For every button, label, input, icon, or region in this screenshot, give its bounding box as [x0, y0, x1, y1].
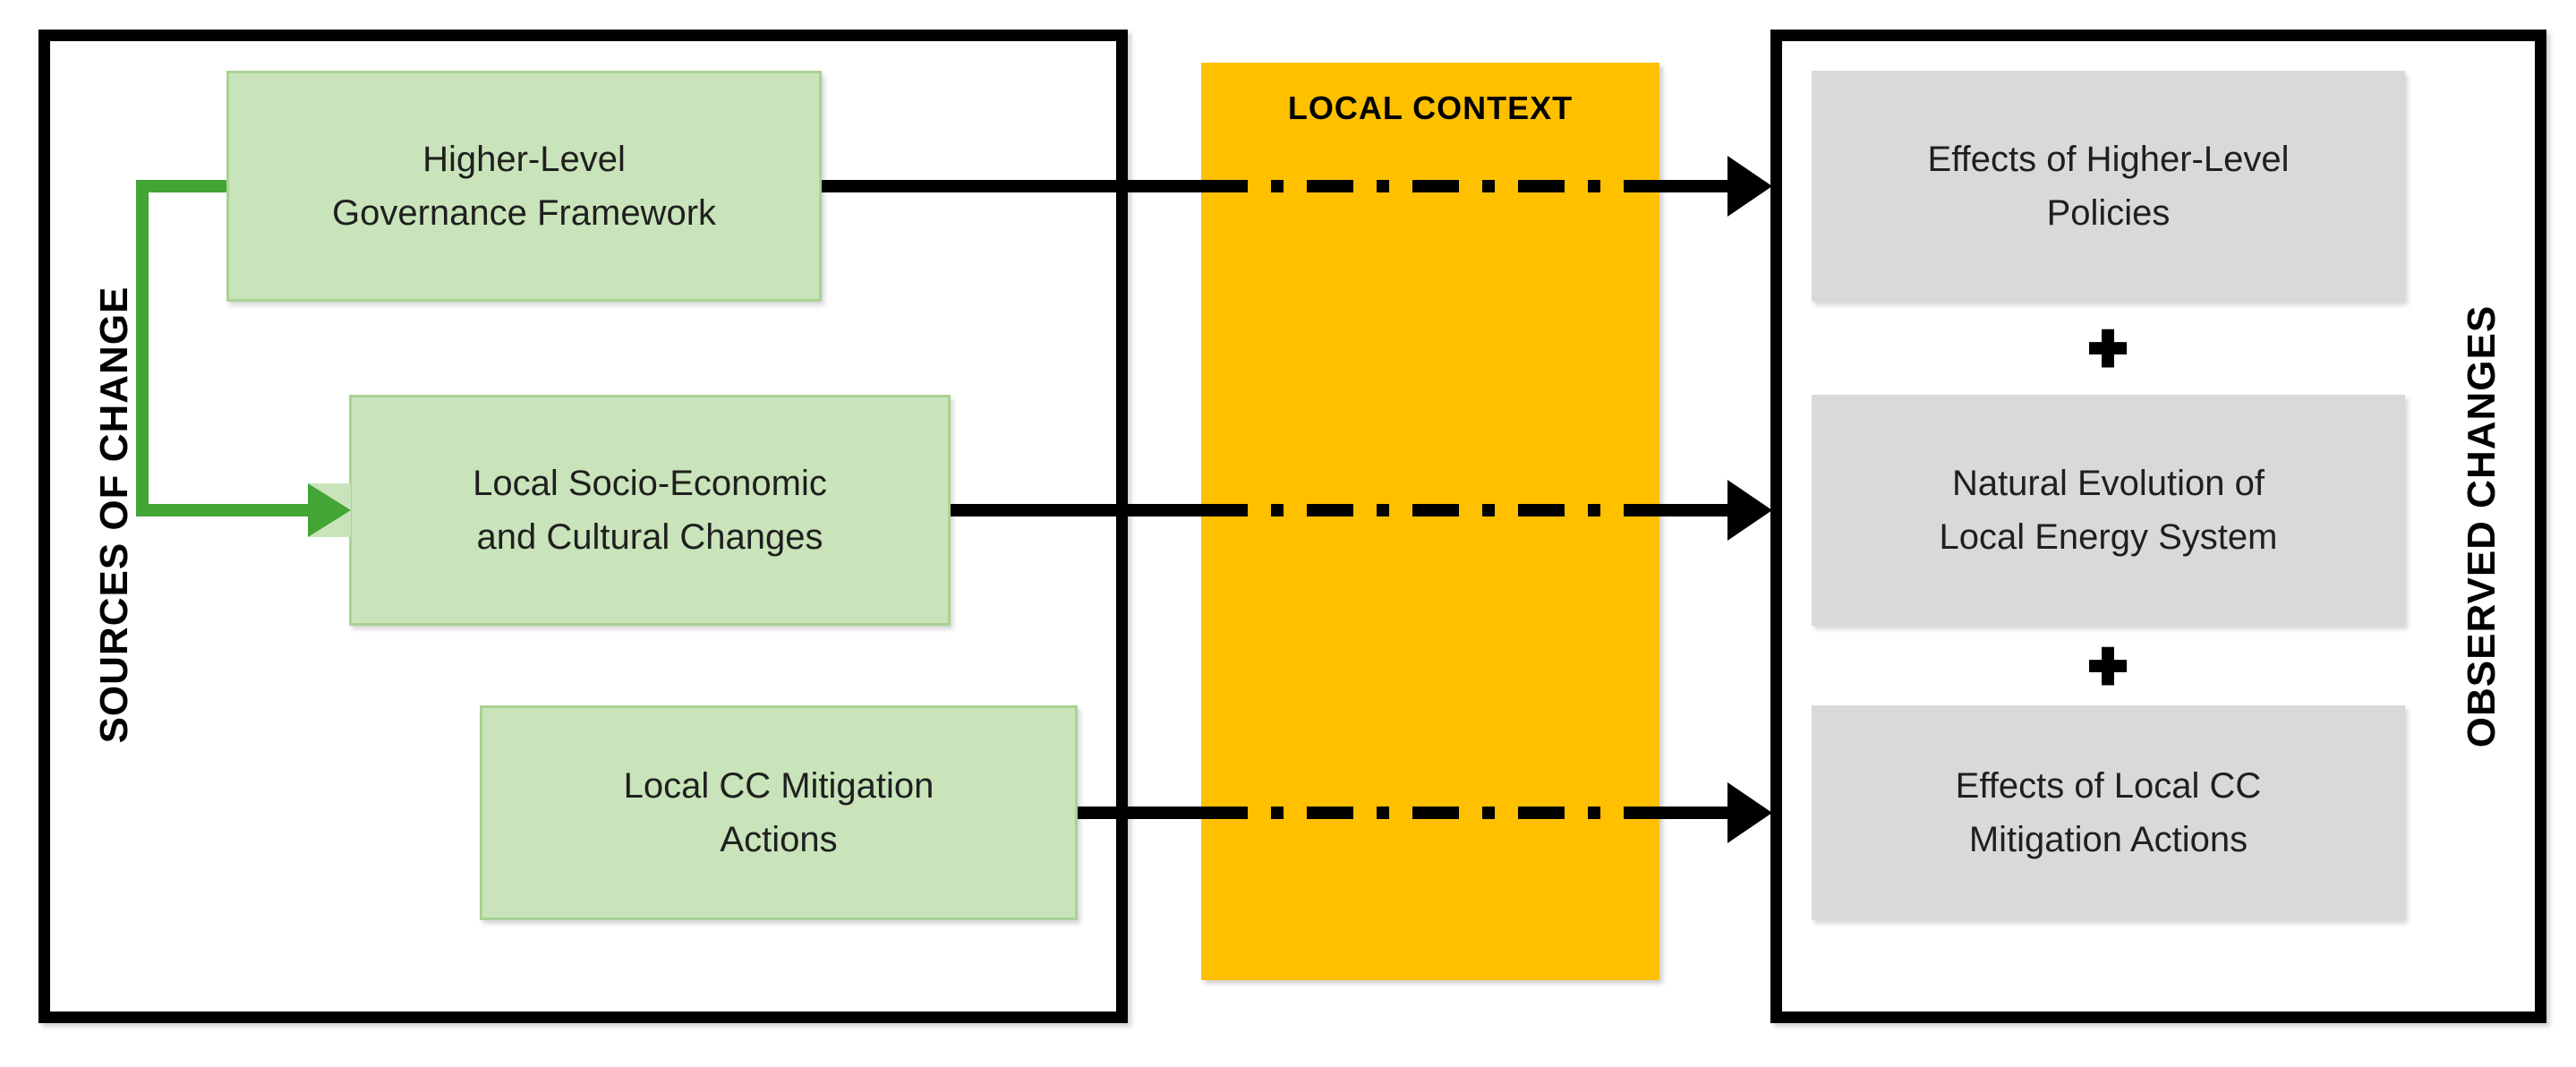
arrow1-solid-right [1659, 180, 1727, 192]
arrow3-solid-left [1078, 807, 1201, 819]
box-natural-evolution-energy-system: Natural Evolution of Local Energy System [1812, 395, 2405, 626]
sources-of-change-panel [38, 30, 1128, 1023]
arrow2-solid-left [951, 504, 1201, 516]
green-connector-vertical-segment [136, 180, 149, 516]
arrow2-solid-right [1659, 504, 1727, 516]
arrow1-dashdot-segment [1201, 180, 1659, 192]
local-context-label: LOCAL CONTEXT [1287, 90, 1574, 126]
arrow2-arrowhead-icon [1727, 480, 1772, 541]
arrow3-dashdot-segment [1201, 807, 1659, 819]
observed-changes-side-label: OBSERVED CHANGES [2460, 304, 2503, 748]
box-label-mitigation-actions: Local CC Mitigation Actions [623, 766, 934, 859]
arrow1-solid-left [822, 180, 1201, 192]
sources-of-change-side-label: SOURCES OF CHANGE [92, 286, 136, 744]
box-label-natural-evolution: Natural Evolution of Local Energy System [1939, 464, 2278, 557]
green-connector-bottom-segment [136, 504, 308, 516]
box-effects-of-local-cc-mitigation: Effects of Local CC Mitigation Actions [1812, 705, 2405, 920]
plus-icon-2: + [2086, 630, 2129, 702]
plus-icon-1: + [2086, 312, 2129, 384]
box-effects-of-higher-level-policies: Effects of Higher-Level Policies [1812, 71, 2405, 302]
box-label-effects-policies: Effects of Higher-Level Policies [1927, 140, 2290, 233]
box-label-governance: Higher-Level Governance Framework [331, 140, 717, 233]
arrow2-dashdot-segment [1201, 504, 1659, 516]
box-label-effects-mitigation: Effects of Local CC Mitigation Actions [1955, 766, 2262, 859]
arrow3-arrowhead-icon [1727, 782, 1772, 843]
green-connector-top-segment [136, 180, 226, 192]
box-higher-level-governance-framework: Higher-Level Governance Framework [226, 71, 822, 302]
arrow1-arrowhead-icon [1727, 156, 1772, 217]
box-local-socio-economic-changes: Local Socio-Economic and Cultural Change… [349, 395, 951, 626]
box-label-socio-economic: Local Socio-Economic and Cultural Change… [473, 464, 827, 557]
observed-changes-panel [1770, 30, 2546, 1023]
box-local-cc-mitigation-actions: Local CC Mitigation Actions [480, 705, 1078, 920]
green-arrowhead-icon [308, 483, 351, 537]
arrow3-solid-right [1659, 807, 1727, 819]
local-context-band: LOCAL CONTEXT [1201, 63, 1659, 980]
